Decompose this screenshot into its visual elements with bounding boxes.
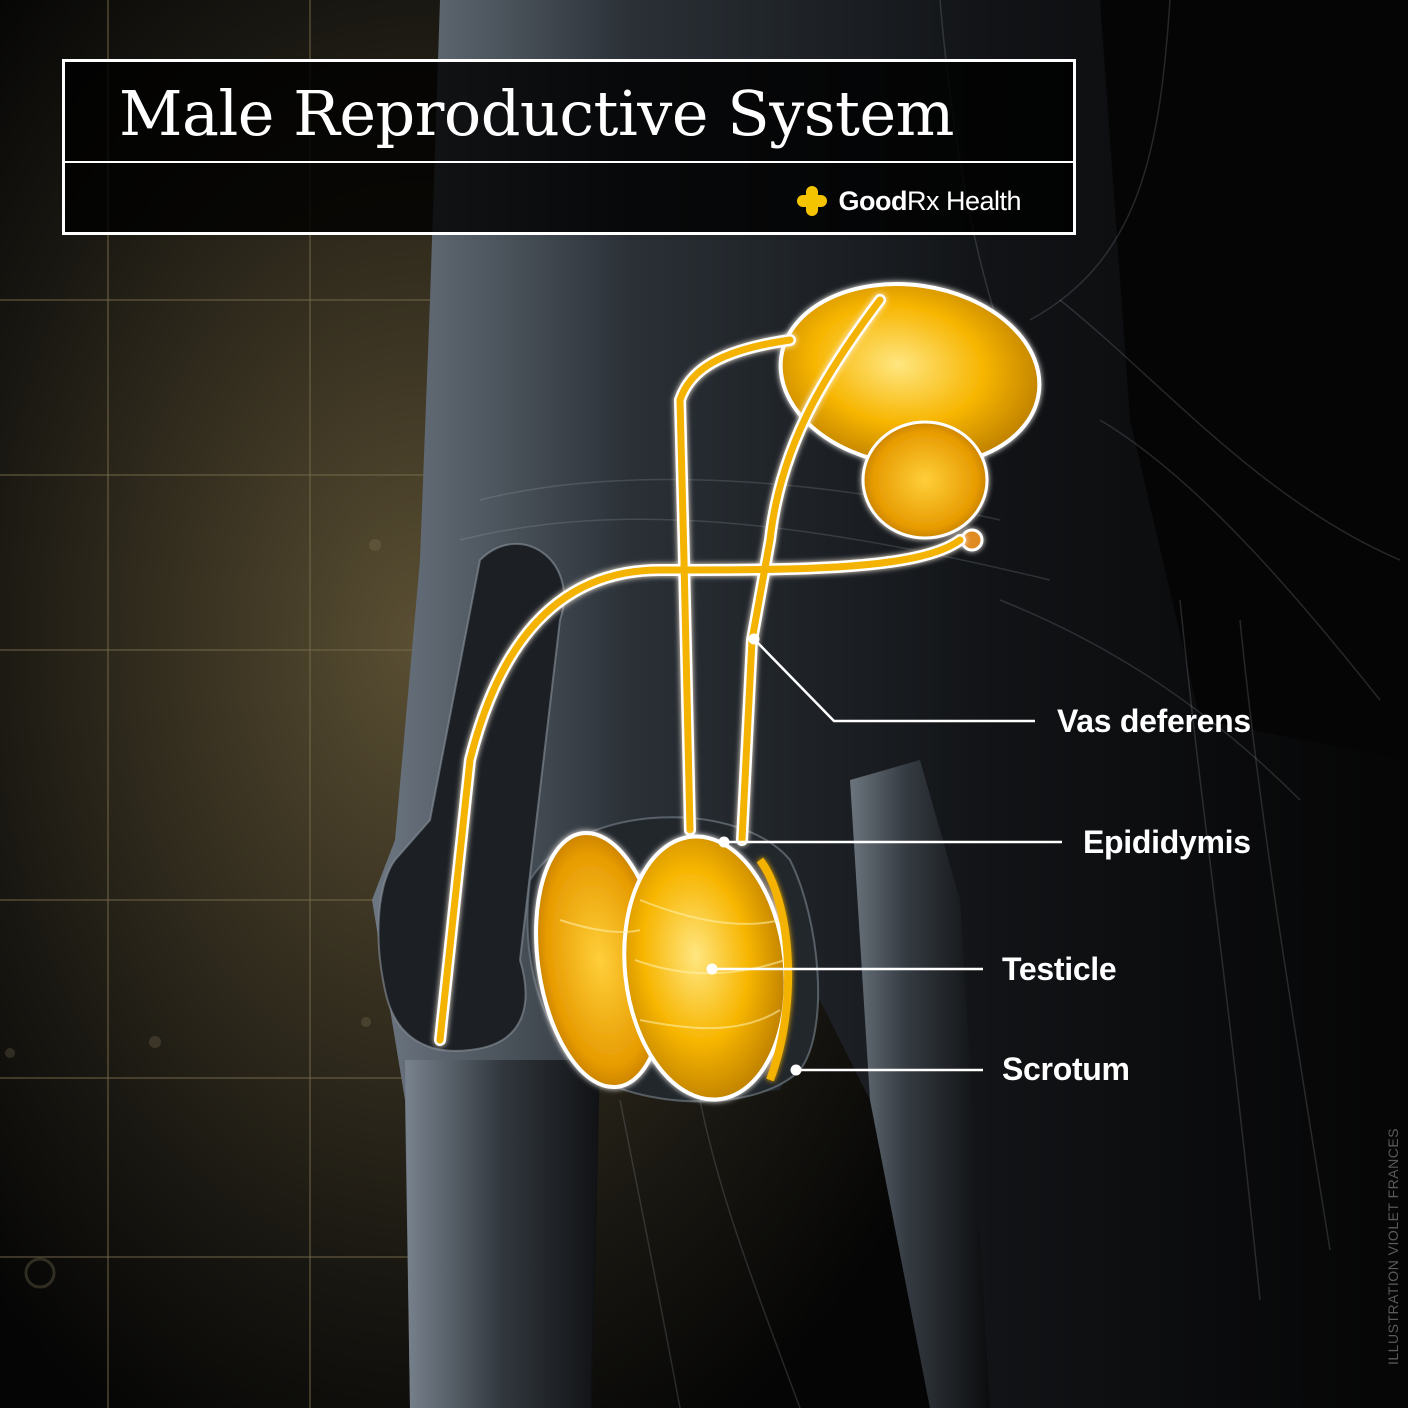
header-box: Male Reproductive System GoodRx Health — [62, 59, 1076, 235]
label-testicle: Testicle — [1002, 951, 1117, 987]
plus-cross-icon — [797, 186, 828, 216]
label-vas-deferens: Vas deferens — [1057, 703, 1251, 739]
label-epididymis: Epididymis — [1083, 824, 1251, 860]
vas-deferens-tubes — [434, 294, 966, 1046]
header-divider — [65, 161, 1073, 163]
illustration-credit: ILLUSTRATION VIOLET FRANCES — [1385, 1127, 1401, 1365]
label-scrotum: Scrotum — [1002, 1051, 1130, 1087]
brand-logo: GoodRx Health — [796, 181, 1022, 221]
leader-lines — [712, 638, 1062, 1072]
testicles — [534, 830, 793, 1102]
leader-dots — [706, 633, 802, 1076]
brand-name-regular: Rx Health — [906, 185, 1022, 216]
page-title: Male Reproductive System — [119, 77, 954, 150]
brand-name: GoodRx Health — [838, 186, 1021, 217]
brand-name-bold: Good — [838, 185, 907, 216]
bladder-prostate — [778, 282, 1042, 552]
